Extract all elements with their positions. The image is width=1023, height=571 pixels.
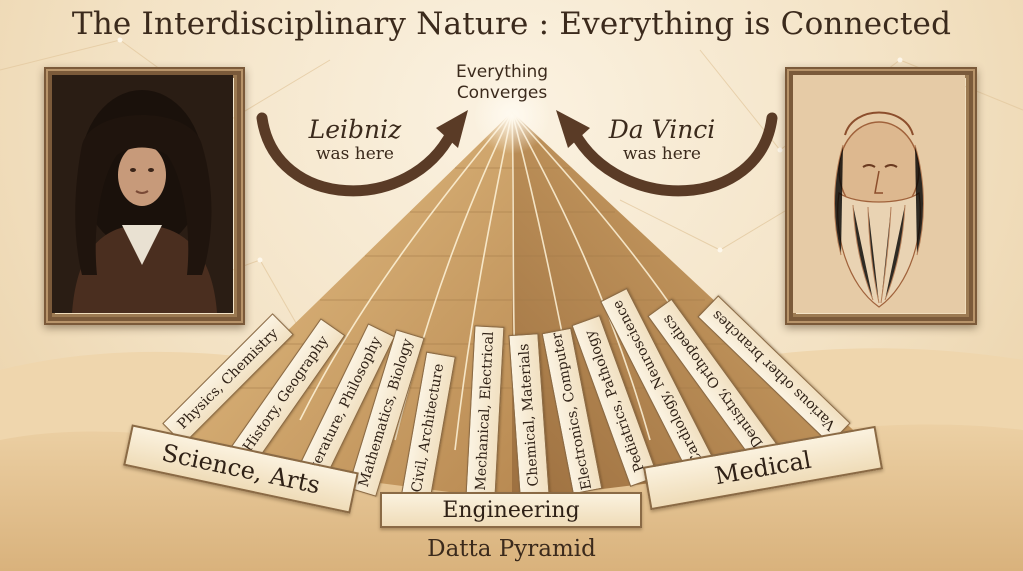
portrait-painting-image: [52, 75, 233, 313]
category-engineering-label: Engineering: [442, 497, 580, 523]
left-arrow: [256, 112, 458, 197]
leibniz-note-text: was here: [315, 144, 394, 164]
davinci-note-text: was here: [622, 144, 701, 164]
category-medical-label: Medical: [712, 445, 814, 491]
apex-glow: [474, 78, 550, 154]
right-arrow-head: [556, 110, 590, 148]
right-arrow: [568, 112, 778, 197]
davinci-portrait-frame: [785, 67, 977, 325]
leibniz-portrait: [52, 75, 237, 317]
apex-label-line-1: Everything: [455, 62, 549, 82]
apex-label: Everything Converges: [432, 62, 572, 104]
davinci-portrait: [793, 75, 969, 317]
network-nodes: [117, 37, 903, 263]
davinci-name: Da Vinci: [608, 115, 716, 144]
portrait-sketch-image: [793, 75, 965, 313]
category-engineering: Engineering: [380, 492, 642, 528]
davinci-note: Da Vinci was here: [602, 115, 722, 165]
leibniz-portrait-frame: [44, 67, 245, 325]
leibniz-name: Leibniz: [308, 115, 402, 144]
footer-caption: Datta Pyramid: [427, 536, 596, 562]
leibniz-note: Leibniz was here: [300, 115, 410, 165]
left-arrow-head: [436, 110, 468, 148]
apex-label-line-2: Converges: [456, 83, 548, 103]
page-title: The Interdisciplinary Nature : Everythin…: [71, 6, 952, 42]
